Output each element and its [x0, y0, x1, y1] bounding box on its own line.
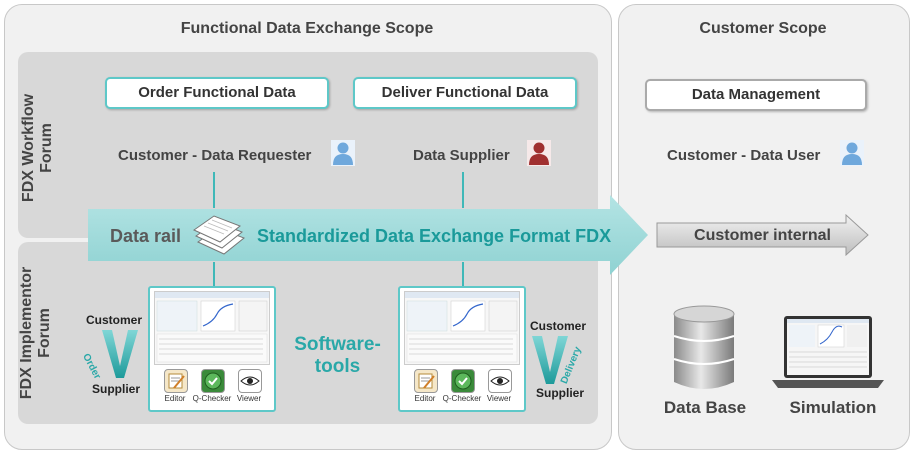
- v-right-supplier-label: Supplier: [536, 386, 585, 400]
- database-icon: [672, 304, 736, 392]
- q-checker-label: Q-Checker: [442, 394, 482, 403]
- data-rail-arrow: [88, 195, 648, 275]
- tool-screenshot-left: [154, 291, 270, 365]
- connector-supplier-bottom: [462, 262, 464, 288]
- v-model-delivery-icon: [526, 334, 586, 386]
- user-icon-requester: [331, 140, 355, 166]
- simulation-label: Simulation: [789, 398, 877, 417]
- customer-internal-label: Customer internal: [694, 227, 831, 244]
- tool-card-left: Editor Q-Checker Viewer: [148, 286, 276, 412]
- data-format-label: Standardized Data Exchange Format FDX: [257, 226, 612, 246]
- customer-internal-arrow: [656, 214, 869, 256]
- workflow-forum-label: FDX Workflow Forum: [20, 93, 55, 203]
- q-checker-icon[interactable]: [201, 369, 225, 393]
- data-rail-label: Data rail: [110, 226, 182, 246]
- user-icon-supplier: [527, 140, 551, 166]
- q-checker-label: Q-Checker: [192, 394, 232, 403]
- q-checker-icon[interactable]: [451, 369, 475, 393]
- viewer-icon[interactable]: [238, 369, 262, 393]
- user-icon-customer: [840, 140, 864, 166]
- connector-requester-top: [213, 172, 215, 208]
- tool-card-right: Editor Q-Checker Viewer: [398, 286, 526, 412]
- customer-user-label: Customer - Data User: [667, 147, 821, 164]
- editor-icon[interactable]: [164, 369, 188, 393]
- editor-label: Editor: [414, 394, 436, 403]
- editor-icon[interactable]: [414, 369, 438, 393]
- tool-screenshot-right: [404, 291, 520, 365]
- v-left-supplier-label: Supplier: [92, 382, 141, 396]
- customer-scope-title: Customer Scope: [699, 20, 827, 37]
- viewer-label: Viewer: [486, 394, 512, 403]
- v-right-customer-label: Customer: [530, 319, 587, 333]
- document-stack-icon: [188, 212, 246, 256]
- data-management-box: Data Management: [645, 79, 867, 111]
- customer-requester-label: Customer - Data Requester: [118, 147, 312, 164]
- implementor-forum-label: FDX Implementor Forum: [18, 266, 53, 400]
- laptop-icon: [770, 314, 886, 390]
- viewer-icon[interactable]: [488, 369, 512, 393]
- editor-label: Editor: [164, 394, 186, 403]
- software-tools-label: Software-tools: [294, 334, 381, 377]
- connector-requester-bottom: [213, 262, 215, 288]
- viewer-label: Viewer: [236, 394, 262, 403]
- functional-scope-title: Functional Data Exchange Scope: [180, 20, 434, 37]
- v-left-customer-label: Customer: [86, 313, 143, 327]
- database-label: Data Base: [663, 398, 747, 417]
- v-model-order-icon: [84, 328, 144, 380]
- data-supplier-label: Data Supplier: [413, 147, 510, 164]
- connector-supplier-top: [462, 172, 464, 208]
- deliver-functional-data-box: Deliver Functional Data: [353, 77, 577, 109]
- order-functional-data-box: Order Functional Data: [105, 77, 329, 109]
